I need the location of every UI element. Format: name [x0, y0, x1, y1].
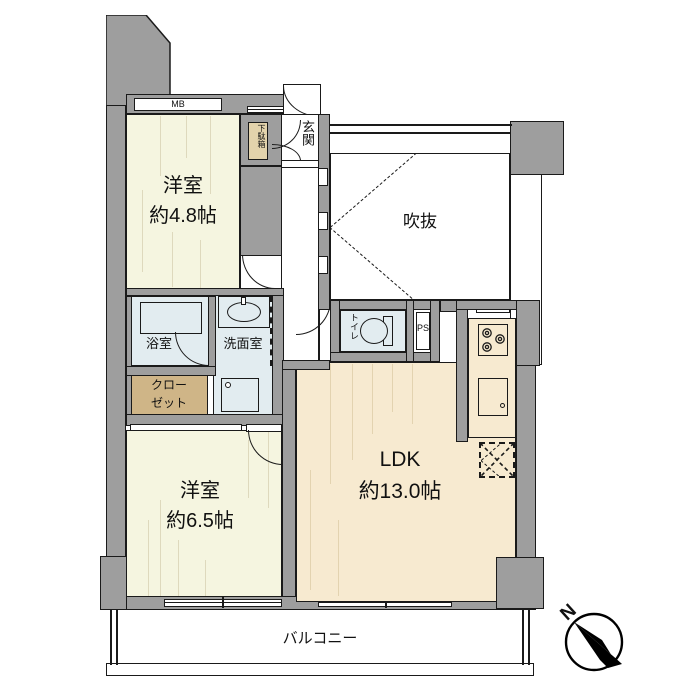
closet-label-line1: クロー: [150, 378, 187, 392]
vanity-counter: [218, 296, 270, 328]
washroom-sliding-partition: [270, 296, 273, 366]
bedroom-north-size: 約4.8帖: [149, 205, 217, 227]
bedroom-south: [126, 430, 282, 602]
wall-ldk-right-upper: [516, 300, 540, 366]
balcony-side-left: [110, 607, 112, 665]
wall-toilet-right: [406, 300, 414, 362]
toilet-bowl-icon: [360, 318, 388, 344]
balcony-side-left2: [116, 607, 118, 665]
wall-ps-right: [430, 300, 440, 362]
wall-toilet-bottom: [330, 352, 440, 362]
void-top-band: [330, 124, 510, 154]
balcony-side-right: [522, 607, 524, 665]
refrigerator-space: [479, 442, 515, 478]
void-top-band-line: [330, 132, 510, 134]
wall-toilet-top: [330, 300, 440, 310]
bath-label: 浴室: [145, 336, 172, 351]
washing-machine-drain-icon: [225, 382, 231, 388]
window-bedroom-south-divider: [222, 597, 224, 608]
exterior-block-top-left-shape: [106, 15, 171, 108]
window-ldk-south-divider: [385, 597, 387, 608]
meter-box-label: MB: [171, 99, 185, 109]
shoe-cabinet: [248, 122, 268, 160]
washroom-label: 洗面室: [223, 336, 263, 351]
balcony-side-right2: [528, 607, 530, 665]
refrigerator-space-cross: [479, 442, 515, 478]
balcony-outer-rail: [106, 663, 534, 676]
wall-ldk-kitchen-left: [456, 300, 468, 442]
compass-icon: [564, 612, 624, 672]
cooktop-stove-icon: [478, 324, 508, 356]
corridor: [282, 168, 318, 368]
wall-left-outer: [106, 105, 126, 610]
toilet-label: トイレ: [349, 313, 359, 340]
sink-faucet-icon: [500, 403, 505, 408]
bedroom-north: [126, 114, 240, 290]
entrance-sill: [281, 160, 319, 168]
sink-basin-icon: [227, 302, 261, 322]
pipe-shaft-label: PS: [416, 323, 429, 333]
kitchen-sink-icon: [478, 378, 508, 416]
void-window-2: [318, 212, 328, 230]
wall-corridor-ldk: [282, 360, 330, 370]
wall-bedroom-north-right: [240, 166, 282, 256]
void-window-1: [318, 168, 328, 186]
bedroom-north-name: 洋室: [163, 175, 203, 197]
balcony-label: バルコニー: [282, 630, 358, 647]
bedroom-south-size: 約6.5帖: [166, 510, 234, 532]
ldk-size: 約13.0帖: [358, 480, 442, 503]
exterior-block-top-right: [510, 121, 564, 175]
wall-bath-closet-divider: [126, 366, 216, 376]
wall-wetcore-top: [126, 288, 284, 296]
void-label: 吹抜: [403, 212, 437, 231]
closet-label-line2: ゼット: [150, 396, 187, 410]
faucet-icon: [241, 297, 246, 305]
wall-bedroom-south-right: [282, 368, 296, 608]
wall-wetcore-left: [126, 296, 132, 422]
window-bedroom-north-top-sash: [247, 109, 293, 111]
shoe-cabinet-label: 下駄箱: [257, 124, 266, 148]
bathtub: [140, 302, 202, 334]
bedroom-south-name: 洋室: [180, 480, 220, 502]
stove-burners-icon: [482, 328, 505, 352]
exterior-block-bottom-right: [496, 557, 544, 609]
wall-between-bath-washroom: [208, 296, 216, 372]
compass-rose: N: [552, 598, 642, 684]
entrance-label: 玄関: [300, 120, 315, 146]
void-window-3: [318, 256, 328, 274]
ldk-name: LDK: [379, 448, 421, 471]
meter-box: [134, 98, 222, 111]
void-top-outer-line: [330, 124, 512, 126]
pipe-shaft: [416, 312, 430, 350]
